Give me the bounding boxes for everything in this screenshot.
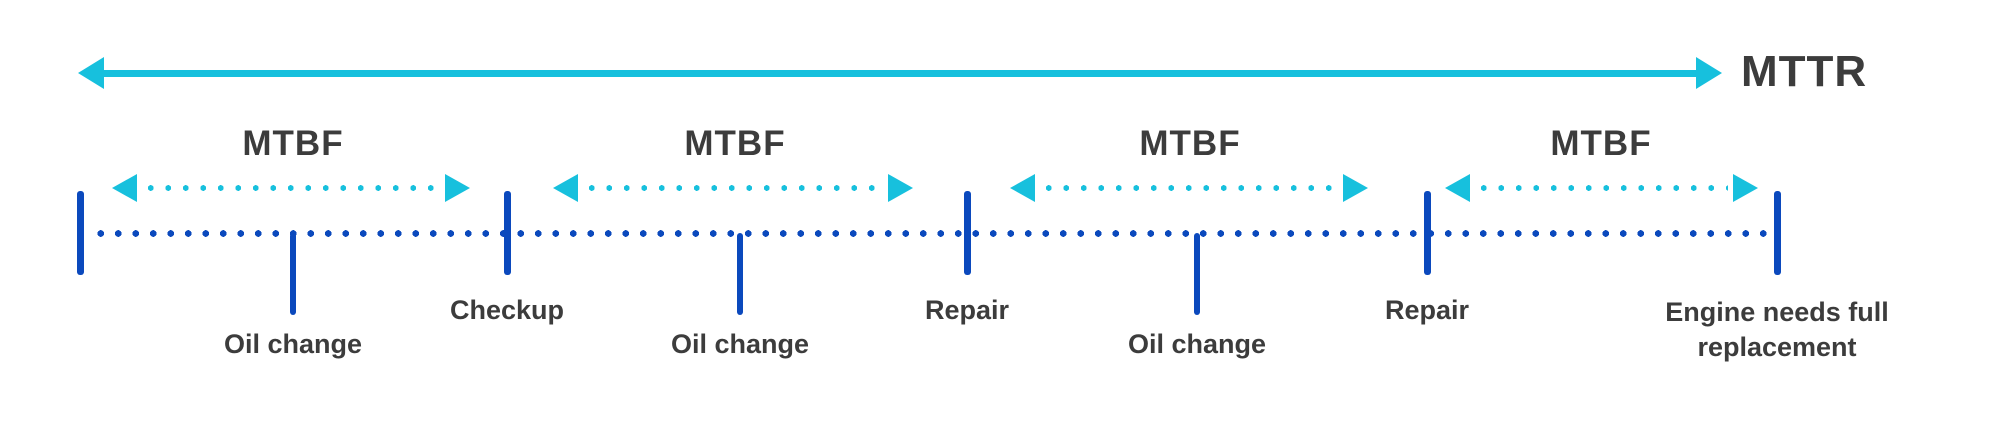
mtbf-arrow-1 — [112, 174, 470, 202]
oil-change-label-1: Oil change — [223, 329, 363, 359]
dotted-line — [142, 185, 440, 191]
repair-bar-2 — [1423, 191, 1431, 275]
timeline-start-bar — [76, 191, 84, 275]
arrowhead-left-icon — [112, 174, 137, 202]
dotted-line — [1475, 185, 1728, 191]
timeline-dotted-line — [92, 230, 1770, 237]
mttr-arrow — [100, 70, 1700, 77]
repair-label-1: Repair — [924, 295, 1010, 325]
arrowhead-right-icon — [1733, 174, 1758, 202]
mtbf-label-4: MTBF — [1550, 124, 1652, 163]
oil-change-tick-3 — [1194, 233, 1200, 315]
mtbf-label-3: MTBF — [1139, 124, 1241, 163]
arrowhead-right-icon — [1696, 57, 1722, 89]
arrowhead-left-icon — [1010, 174, 1035, 202]
oil-change-label-2: Oil change — [670, 329, 810, 359]
checkup-bar — [503, 191, 511, 275]
engine-replacement-label: Engine needs full replacement — [1665, 297, 1889, 362]
mtbf-arrow-3 — [1010, 174, 1368, 202]
timeline-end-bar — [1773, 191, 1781, 275]
arrowhead-left-icon — [553, 174, 578, 202]
mtbf-label-2: MTBF — [684, 124, 786, 163]
oil-change-tick-1 — [290, 233, 296, 315]
oil-change-tick-2 — [737, 233, 743, 315]
repair-bar-1 — [963, 191, 971, 275]
checkup-label: Checkup — [449, 295, 565, 325]
arrowhead-left-icon — [78, 57, 104, 89]
mtbf-arrow-4 — [1445, 174, 1758, 202]
mttr-label: MTTR — [1741, 47, 1868, 96]
mtbf-arrow-2 — [553, 174, 913, 202]
arrowhead-right-icon — [1343, 174, 1368, 202]
arrowhead-right-icon — [888, 174, 913, 202]
oil-change-label-3: Oil change — [1127, 329, 1267, 359]
arrowhead-right-icon — [445, 174, 470, 202]
mtbf-label-1: MTBF — [242, 124, 344, 163]
dotted-line — [1040, 185, 1338, 191]
repair-label-2: Repair — [1384, 295, 1470, 325]
dotted-line — [583, 185, 883, 191]
arrowhead-left-icon — [1445, 174, 1470, 202]
